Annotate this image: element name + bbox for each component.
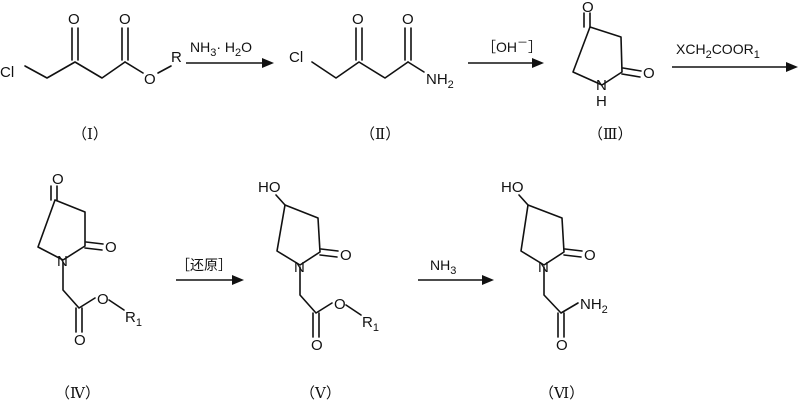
atom-o: O [352,11,364,28]
atom-n: N [538,259,549,276]
compound-label: （Ⅰ） [72,126,108,143]
atom-nh2: NH2 [580,296,608,316]
compound-V: HO O N O O R1 [258,179,379,354]
atom-o: O [52,171,64,188]
compound-label: （Ⅵ） [539,385,584,402]
atom-cl: Cl [0,64,14,81]
atom-ho: HO [258,179,281,196]
atom-o: O [340,247,352,264]
atom-nh2: NH2 [426,71,454,91]
reagent-5: NH3 [430,257,456,277]
atom-r1: R1 [125,309,142,329]
compound-label: （Ⅱ） [360,126,400,143]
atom-o: O [556,337,568,354]
atom-o: O [119,11,131,28]
atom-n: N [57,253,68,270]
compound-label: （Ⅳ） [55,385,100,402]
atom-o: O [582,0,594,16]
compound-III: O O N H [572,0,655,110]
compound-I: Cl O O O R [0,11,182,88]
compound-II: Cl O O NH2 [289,11,454,91]
atom-o: O [97,291,109,308]
compound-label: （Ⅴ） [300,385,341,402]
atom-n: N [596,77,607,94]
atom-o: O [105,239,117,256]
compound-VI: HO O N NH2 O [501,179,608,354]
atom-o: O [643,65,655,82]
atom-o: O [311,337,323,354]
atom-o: O [402,11,414,28]
reaction-arrow-5: NH3 [418,257,494,285]
atom-r: R [171,49,182,66]
atom-ho: HO [501,179,524,196]
reagent-2: ［OH－］ [482,37,542,55]
atom-o: O [584,247,596,264]
atom-o: O [334,296,346,313]
reagent-4: ［还原］ [176,257,232,273]
reaction-arrow-2: ［OH－］ [468,37,544,68]
atom-h: H [596,93,607,110]
reaction-arrow-4: ［还原］ [176,257,244,285]
atom-o: O [74,332,86,349]
atom-n: N [294,259,305,276]
reaction-arrow-3: XCH2COOR1 [672,41,798,72]
reaction-arrow-1: NH3· H2O [186,39,274,68]
atom-o: O [68,11,80,28]
reagent-3: XCH2COOR1 [676,41,760,61]
reagent-1: NH3· H2O [190,39,252,59]
atom-o: O [144,71,156,88]
atom-cl: Cl [289,49,303,66]
atom-r1: R1 [362,314,379,334]
compound-label: （Ⅲ） [588,126,632,143]
compound-IV: O O N O O R1 [37,171,142,349]
